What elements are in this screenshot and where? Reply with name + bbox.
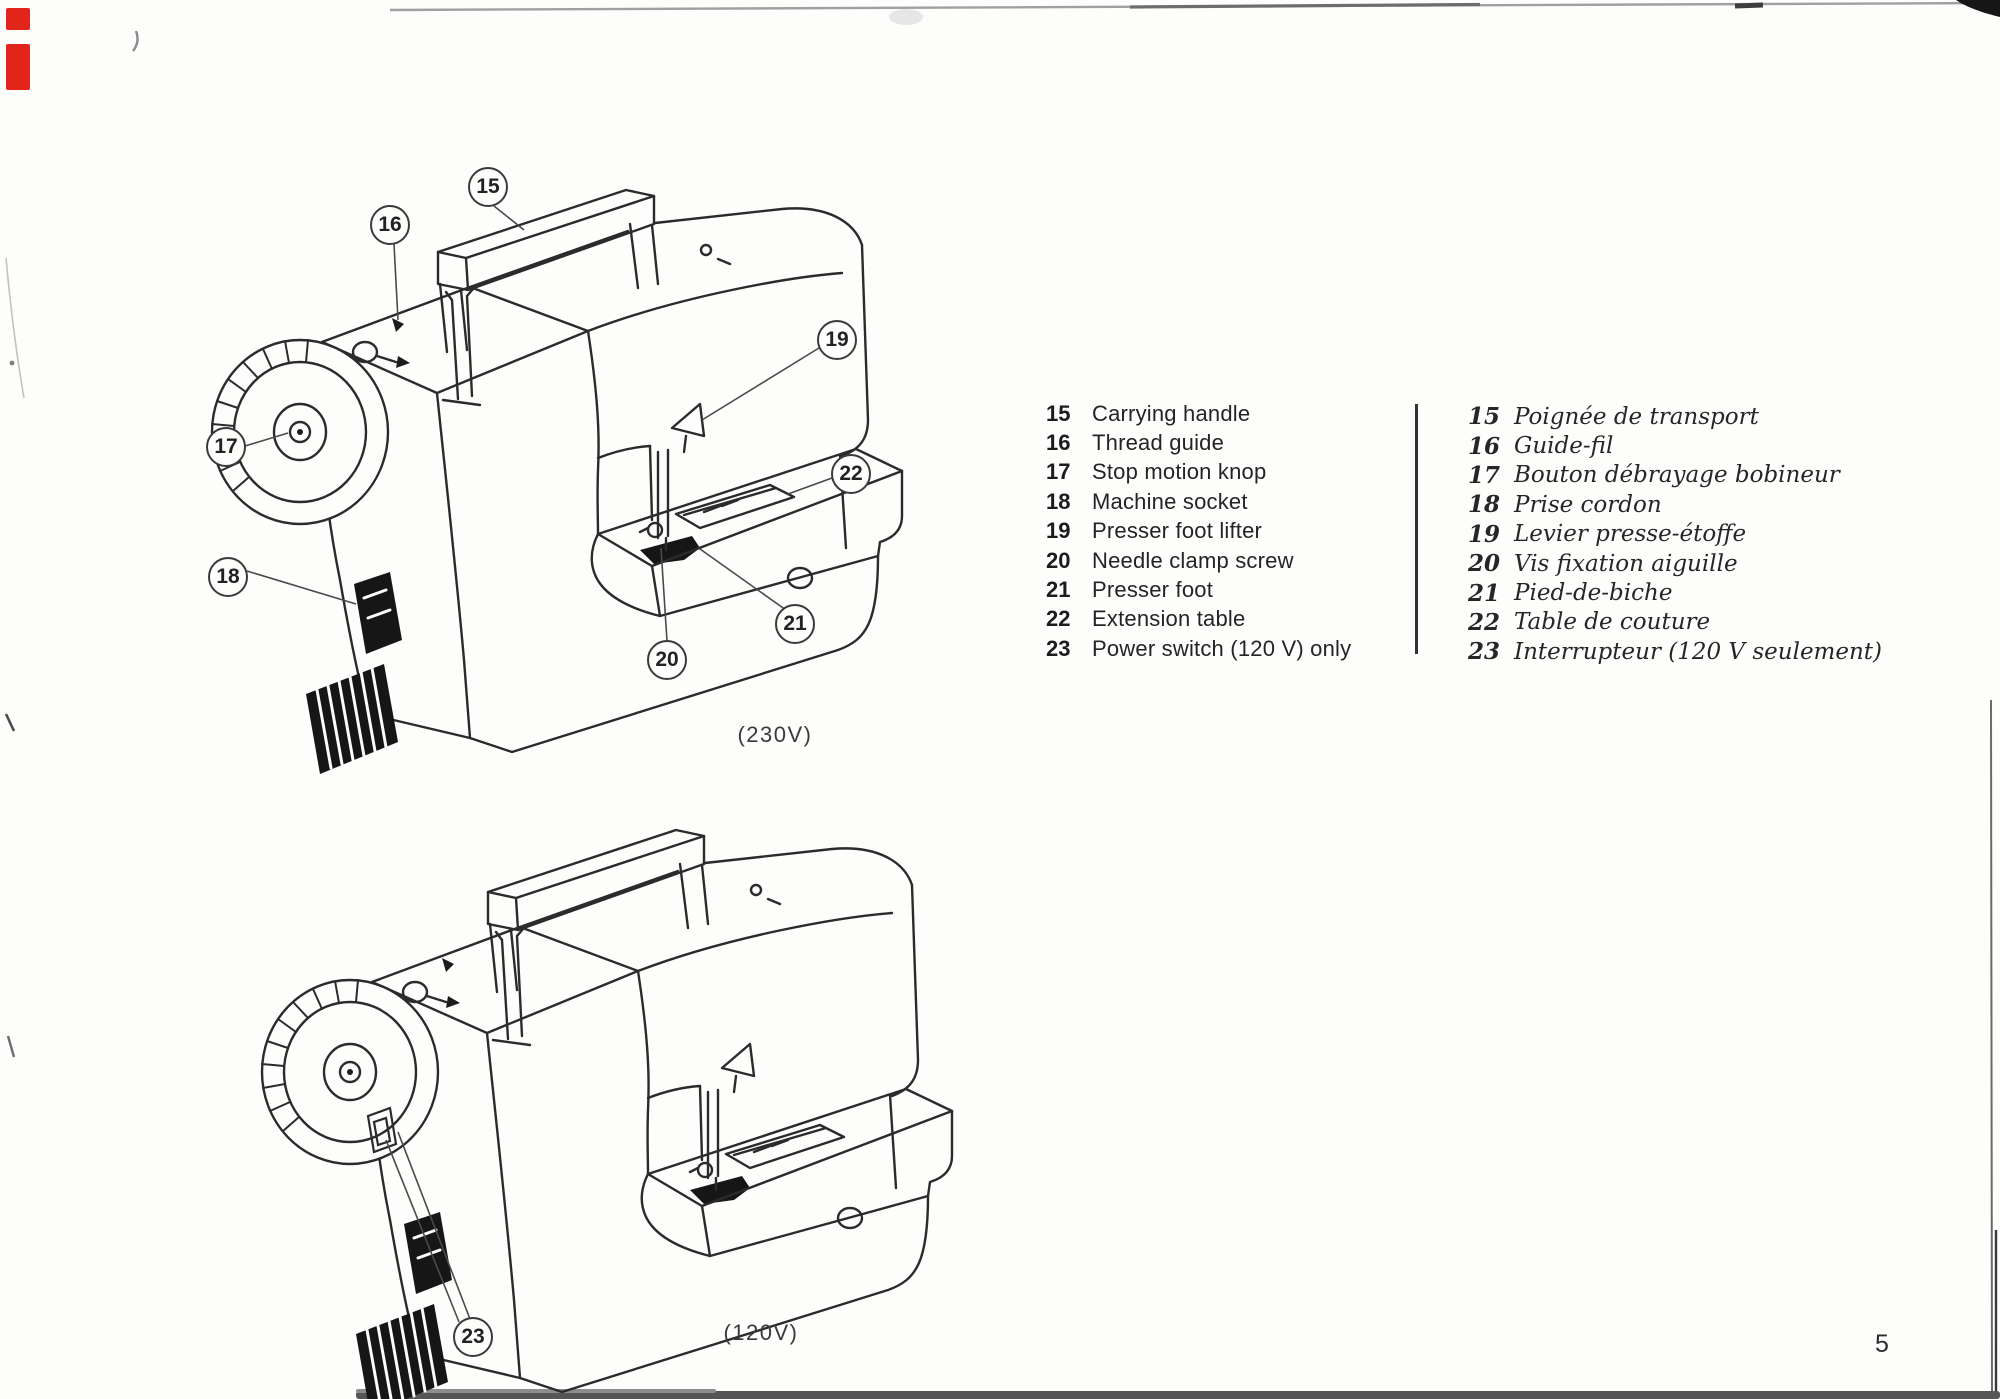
legend-row: 20 Needle clamp screw	[1046, 546, 1351, 575]
callout-20: 20	[647, 640, 687, 680]
legend-number: 22	[1046, 606, 1071, 632]
callout-number: 19	[825, 328, 849, 351]
callout-16: 16	[370, 205, 410, 245]
legend-number: 16	[1468, 432, 1501, 460]
legend-english: 15 Carrying handle 16 Thread guide 17 Stop …	[1046, 399, 1351, 664]
legend-row: 23 Interrupteur (120 V seulement)	[1468, 637, 1882, 666]
legend-french: 15 Poignée de transport 16 Guide-fil 17 Bou…	[1468, 402, 1882, 667]
legend-label: Table de couture	[1514, 609, 1711, 636]
legend-row: 18 Prise cordon	[1468, 490, 1882, 519]
legend-number: 18	[1046, 488, 1071, 514]
legend-row: 23 Power switch (120 V) only	[1046, 634, 1351, 663]
legend-number: 23	[1468, 638, 1501, 666]
scan-artifacts	[4, 0, 2000, 1399]
callout-17: 17	[206, 427, 246, 467]
callout-number: 17	[214, 435, 238, 458]
legend-number: 20	[1468, 550, 1501, 578]
legend-label: Pied-de-biche	[1514, 580, 1673, 607]
legend-number: 16	[1046, 430, 1071, 456]
callout-23: 23	[453, 1317, 493, 1357]
legend-number: 18	[1468, 491, 1501, 519]
callout-number: 22	[839, 462, 863, 485]
callout-22: 22	[831, 454, 871, 494]
power-switch	[366, 1106, 398, 1154]
legend-label: Stop motion knop	[1092, 459, 1267, 485]
legend-label: Needle clamp screw	[1092, 547, 1294, 573]
legend-row: 19 Levier presse-étoffe	[1468, 520, 1882, 549]
legend-label: Vis fixation aiguille	[1514, 550, 1738, 577]
legend-divider	[1415, 404, 1418, 654]
legend-label: Prise cordon	[1514, 491, 1662, 518]
callout-number: 23	[461, 1325, 485, 1348]
legend-row: 17 Bouton débrayage bobineur	[1468, 461, 1882, 490]
diagram-caption-120v: (120V)	[723, 1320, 799, 1345]
callout-21: 21	[775, 604, 815, 644]
callout-number: 15	[476, 175, 500, 198]
legend-label: Carrying handle	[1092, 400, 1251, 426]
legend-number: 21	[1046, 577, 1071, 603]
legend-number: 17	[1468, 461, 1501, 489]
callout-19: 19	[817, 320, 857, 360]
legend-number: 23	[1046, 635, 1071, 661]
legend-number: 20	[1046, 547, 1071, 573]
legend-row: 16 Guide-fil	[1468, 431, 1882, 460]
legend-label: Guide-fil	[1514, 433, 1614, 460]
red-edge-mark	[6, 8, 30, 30]
legend-row: 22 Extension table	[1046, 605, 1351, 634]
legend-row: 15 Poignée de transport	[1468, 402, 1882, 431]
legend-number: 17	[1046, 459, 1071, 485]
diagram-sewing-machine-120v	[260, 828, 954, 1399]
legend-row: 18 Machine socket	[1046, 487, 1351, 516]
legend-row: 15 Carrying handle	[1046, 399, 1351, 428]
legend-label: Interrupteur (120 V seulement)	[1514, 638, 1882, 665]
legend-label: Poignée de transport	[1514, 403, 1759, 430]
callout-number: 21	[783, 612, 807, 635]
legend-row: 20 Vis fixation aiguille	[1468, 549, 1882, 578]
legend-row: 16 Thread guide	[1046, 428, 1351, 457]
legend-number: 19	[1468, 520, 1501, 548]
legend-number: 21	[1468, 579, 1501, 607]
callout-number: 20	[655, 648, 679, 671]
legend-row: 21 Presser foot	[1046, 575, 1351, 604]
red-edge-mark	[6, 44, 30, 90]
legend-label: Machine socket	[1092, 488, 1248, 514]
legend-label: Presser foot	[1092, 577, 1214, 603]
legend-row: 19 Presser foot lifter	[1046, 517, 1351, 546]
diagram-sewing-machine-230v	[210, 188, 904, 776]
leader-lines	[244, 205, 833, 1323]
legend-number: 15	[1468, 403, 1501, 431]
legend-label: Bouton débrayage bobineur	[1514, 462, 1840, 489]
legend-row: 21 Pied-de-biche	[1468, 578, 1882, 607]
legend-label: Extension table	[1092, 606, 1246, 632]
legend-number: 19	[1046, 518, 1071, 544]
page-number: 5	[1875, 1330, 1889, 1358]
legend-label: Levier presse-étoffe	[1514, 521, 1747, 548]
callout-number: 18	[216, 565, 240, 588]
callout-number: 16	[378, 213, 402, 236]
callout-15: 15	[468, 167, 508, 207]
legend-label: Power switch (120 V) only	[1092, 635, 1352, 661]
legend-label: Presser foot lifter	[1092, 518, 1263, 544]
legend-row: 17 Stop motion knop	[1046, 458, 1351, 487]
legend-number: 15	[1046, 400, 1071, 426]
legend-label: Thread guide	[1092, 430, 1225, 456]
callout-18: 18	[208, 557, 248, 597]
legend-row: 22 Table de couture	[1468, 608, 1882, 637]
diagram-caption-230v: (230V)	[737, 722, 813, 747]
legend-number: 22	[1468, 608, 1501, 636]
